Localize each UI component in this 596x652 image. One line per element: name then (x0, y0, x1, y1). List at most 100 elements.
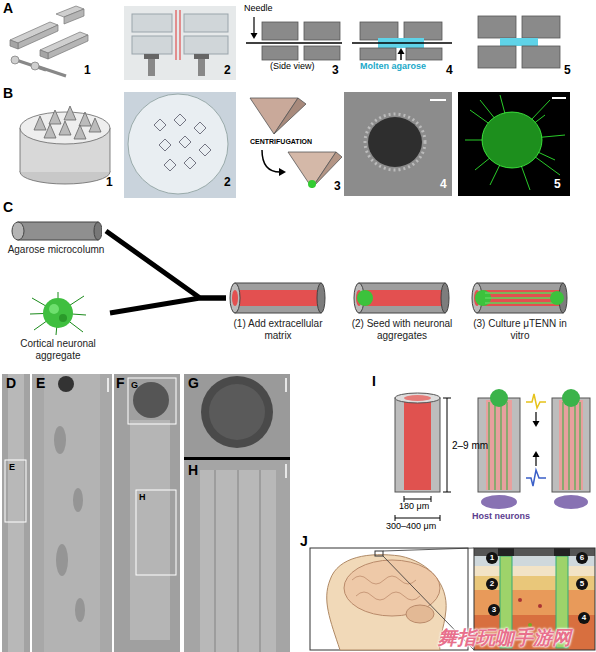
mold-photo (128, 94, 228, 194)
implant-cross-section (474, 576, 595, 590)
mold-photo (184, 157, 196, 169)
fluorescence-image (458, 92, 570, 196)
s2-illustration (361, 290, 443, 306)
panel-letter: F (116, 376, 125, 391)
clamp-photo (194, 54, 209, 59)
sem-image (285, 464, 287, 478)
needle-label: Needle (244, 4, 273, 14)
sem-image (73, 488, 83, 512)
clamp-drawing (11, 56, 19, 64)
microtenn-schematic (526, 470, 546, 486)
microtenn-schematic (526, 394, 546, 408)
pyramid-mold (44, 124, 56, 138)
s2-illustration (353, 280, 451, 316)
sem-image (5, 460, 26, 522)
implant-cross-section (498, 548, 514, 556)
callout-number: 5 (576, 578, 588, 590)
panel-letter: I (372, 374, 376, 389)
mold-photo (174, 114, 186, 126)
s1-illustration (229, 280, 327, 316)
side-view-mold (262, 46, 298, 60)
step-number: 2 (224, 176, 231, 189)
process-step: (1) Add extracellular matrix (226, 280, 330, 341)
inset-label: E (9, 463, 15, 473)
centrifugation-drawing (279, 168, 286, 176)
molten-agarose-mold (352, 42, 452, 44)
brain-illustration (383, 548, 474, 551)
pyramid-mold (34, 116, 46, 130)
agg-illustration (30, 292, 86, 335)
implant-cross-section (528, 623, 532, 627)
callout-number: 1 (486, 552, 498, 564)
sem-image (136, 490, 176, 575)
panel-letter: A (3, 1, 13, 16)
aggregate-micrograph (365, 114, 425, 170)
step-number: 1 (106, 176, 113, 189)
clamp-photo (180, 10, 181, 60)
sem-image (2, 374, 30, 652)
mold-photo (154, 119, 166, 131)
fluorescence-image (458, 92, 570, 196)
microtenn-schematic (440, 515, 441, 521)
brain-illustration (352, 576, 420, 600)
clamp-drawing (64, 9, 84, 24)
centrifugation-drawing (262, 150, 280, 172)
microtenn-schematic (533, 421, 540, 427)
microtenn-schematic (488, 402, 489, 490)
side-view-mold (246, 17, 342, 60)
step-number: 3 (332, 64, 339, 77)
pyramid-mold (89, 118, 101, 132)
microtenn-schematic (500, 402, 501, 490)
mold-photo (164, 159, 176, 171)
callout-number: 4 (578, 612, 590, 624)
implant-cross-section (474, 590, 595, 615)
microtenn-schematic (395, 393, 440, 403)
dimension-label: 2–9 mm (452, 440, 488, 451)
s3-illustration (485, 297, 559, 299)
microtenn-schematic (490, 389, 508, 407)
panel-letter: C (3, 200, 13, 215)
s3-illustration (477, 283, 563, 313)
mold-photo (179, 136, 191, 148)
sem-image (75, 598, 85, 622)
filled-mold (522, 16, 560, 38)
s1-illustration (230, 283, 240, 313)
brain-illustration (406, 605, 434, 623)
clamp-photo (124, 6, 236, 80)
sem-image (184, 374, 290, 458)
clamp-photo (132, 36, 172, 54)
microtenn-schematic (535, 412, 536, 422)
centrifugation-drawing (274, 98, 306, 134)
microtenn-schematic (481, 495, 517, 509)
agg-illustration (28, 290, 88, 336)
clamp-photo (132, 14, 172, 32)
microtenn-schematic (568, 402, 569, 490)
merge-connector (110, 298, 226, 313)
microtenn-schematic (443, 398, 451, 399)
callout-number: 6 (576, 552, 588, 564)
filled-mold (478, 46, 516, 68)
merge-connector (106, 231, 226, 298)
clamp-drawing (48, 35, 88, 59)
mold-photo (154, 114, 211, 171)
microtenn-schematic (489, 402, 507, 490)
filled-mold (478, 16, 516, 38)
implant-cross-section (518, 598, 522, 602)
dimension-label: 300–400 μm (386, 522, 436, 532)
s1-illustration (235, 283, 321, 313)
microtenn-schematic (535, 456, 536, 466)
sem-image (214, 470, 216, 652)
sem-image (200, 470, 276, 652)
sem-image (184, 457, 290, 460)
pyramid-mold (64, 106, 76, 120)
pyramid-mold (49, 110, 61, 124)
watermark: 舞指玩咖手游网 (438, 628, 571, 649)
s3-illustration (471, 280, 569, 316)
s1-illustration (232, 290, 238, 306)
sem-image (8, 374, 24, 652)
step-number: 1 (84, 64, 91, 77)
panel-letter: G (188, 376, 199, 391)
sem-image (54, 426, 66, 454)
pyramid-mold (20, 106, 110, 184)
